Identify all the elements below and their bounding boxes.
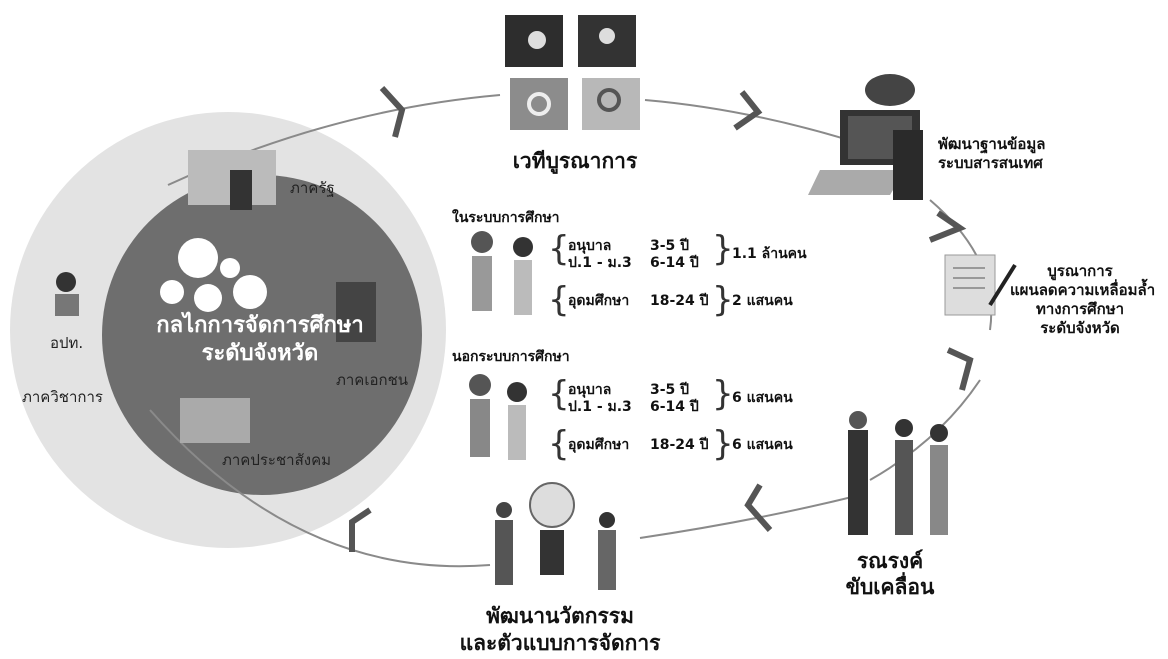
plan-label-line2: แผนลดความเหลื่อมล้ำ	[1010, 281, 1156, 299]
arrow-3	[928, 210, 967, 243]
in-school-children-icon	[471, 231, 533, 315]
in-school-early-ages: 3-5 ปี 6-14 ปี	[650, 238, 699, 272]
brace-icon: {	[548, 229, 570, 269]
brace-icon: {	[548, 280, 570, 320]
campaign-label: รณรงค์ ขับเคลื่อน	[820, 548, 960, 600]
center-title-line1: กลไกการจัดการศึกษา	[156, 313, 364, 338]
arrow-2	[733, 90, 763, 131]
out-school-heading: นอกระบบการศึกษา	[452, 349, 570, 365]
arrow-1	[379, 85, 406, 138]
innovation-label-line2: และตัวแบบการจัดการ	[459, 631, 661, 655]
in-school-primary-label: ป.1 - ม.3	[568, 255, 632, 271]
in-school-early-total: 1.1 ล้านคน	[732, 246, 807, 262]
gears-icon	[160, 238, 267, 312]
out-school-primary-age: 6-14 ปี	[650, 399, 699, 415]
local-official-icon	[55, 272, 79, 316]
out-school-early-total: 6 แสนคน	[732, 390, 793, 406]
brace-icon: {	[548, 424, 570, 464]
arrow-6	[349, 507, 372, 552]
private-building-icon	[336, 282, 376, 342]
brace-icon: }	[712, 229, 734, 269]
in-school-kinder-label: อนุบาล	[568, 238, 612, 254]
out-school-primary-label: ป.1 - ม.3	[568, 399, 632, 415]
innovation-label-line1: พัฒนานวัตกรรม	[486, 604, 634, 628]
document-icon	[944, 254, 1017, 316]
database-label-line1: พัฒนาฐานข้อมูล	[938, 135, 1046, 153]
center-title: กลไกการจัดการศึกษา ระดับจังหวัด	[110, 312, 410, 368]
out-school-kinder-age: 3-5 ปี	[650, 382, 690, 398]
civil-society-icon	[180, 398, 250, 443]
arrow-5	[744, 483, 773, 532]
center-title-line2: ระดับจังหวัด	[201, 341, 319, 366]
out-school-early-label: อนุบาล ป.1 - ม.3	[568, 382, 632, 416]
academic-sector-label: ภาควิชาการ	[22, 388, 103, 406]
campaign-label-line2: ขับเคลื่อน	[845, 575, 935, 599]
state-building-icon	[188, 150, 276, 210]
plan-label-line1: บูรณาการ	[1047, 262, 1113, 280]
civil-society-label: ภาคประชาสังคม	[222, 451, 331, 469]
private-sector-label: ภาคเอกชน	[336, 371, 408, 389]
out-school-kinder-label: อนุบาล	[568, 382, 612, 398]
in-school-higher-total: 2 แสนคน	[732, 293, 793, 309]
cycle-arrows	[349, 85, 974, 552]
state-sector-label: ภาครัฐ	[290, 179, 335, 197]
out-school-early-ages: 3-5 ปี 6-14 ปี	[650, 382, 699, 416]
database-icon	[808, 74, 923, 200]
brace-icon: {	[548, 374, 570, 414]
in-school-kinder-age: 3-5 ปี	[650, 238, 690, 254]
puzzle-icon	[505, 15, 640, 130]
campaign-label-line1: รณรงค์	[856, 549, 924, 573]
in-school-heading: ในระบบการศึกษา	[452, 210, 560, 226]
innovation-icon	[495, 482, 616, 590]
brace-icon: }	[712, 424, 734, 464]
out-school-higher-label: อุดมศึกษา	[568, 437, 630, 453]
local-government-label: อปท.	[50, 334, 84, 352]
database-label: พัฒนาฐานข้อมูล ระบบสารสนเทศ	[938, 135, 1045, 173]
brace-icon: }	[712, 374, 734, 414]
in-school-higher-label: อุดมศึกษา	[568, 293, 630, 309]
database-label-line2: ระบบสารสนเทศ	[938, 154, 1043, 172]
plan-label-line4: ระดับจังหวัด	[1040, 319, 1120, 337]
in-school-primary-age: 6-14 ปี	[650, 255, 699, 271]
campaign-people-icon	[848, 411, 948, 535]
integration-forum-label: เวทีบูรณาการ	[512, 149, 638, 173]
out-school-higher-age: 18-24 ปี	[650, 437, 709, 453]
brace-icon: }	[712, 280, 734, 320]
plan-label-line3: ทางการศึกษา	[1035, 300, 1125, 318]
innovation-label: พัฒนานวัตกรรม และตัวแบบการจัดการ	[440, 603, 680, 657]
in-school-higher-age: 18-24 ปี	[650, 293, 709, 309]
in-school-early-label: อนุบาล ป.1 - ม.3	[568, 238, 632, 272]
plan-label: บูรณาการ แผนลดความเหลื่อมล้ำ ทางการศึกษา…	[1010, 262, 1156, 338]
out-school-higher-total: 6 แสนคน	[732, 437, 793, 453]
arrow-4	[946, 347, 974, 391]
out-school-children-icon	[469, 374, 527, 460]
